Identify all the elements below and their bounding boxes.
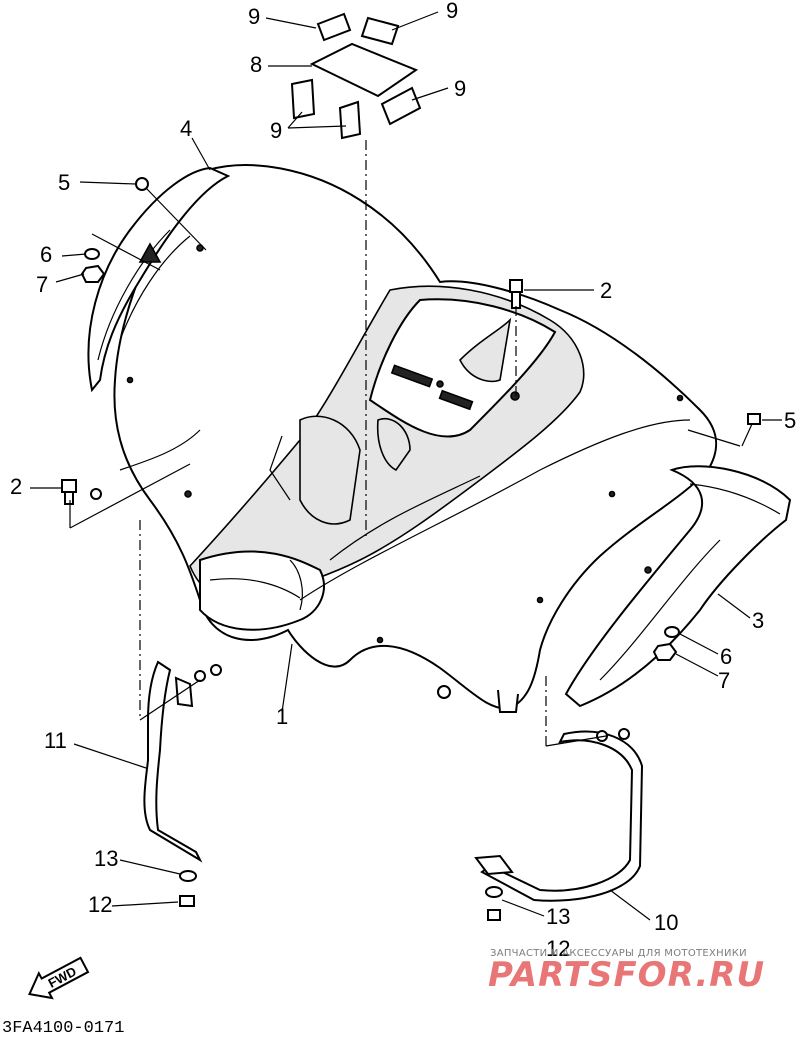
callouts: 9 9 8 9 9 4 5 6 7 2 2 5 3 6 7 1 11 13 12… <box>10 0 796 961</box>
callout-3: 3 <box>752 608 764 633</box>
callout-9: 9 <box>446 0 458 23</box>
callout-5: 5 <box>784 408 796 433</box>
callout-9: 9 <box>454 76 466 101</box>
callout-9: 9 <box>248 4 260 29</box>
leader-lines <box>30 11 782 921</box>
callout-12: 12 <box>546 936 570 961</box>
watermark-brand: PARTSFOR.RU <box>488 955 765 995</box>
callout-6: 6 <box>720 644 732 669</box>
watermark-tagline: ЗАПЧАСТИ И АКСЕССУАРЫ ДЛЯ МОТОТЕХНИКИ <box>490 948 747 959</box>
sticker-9-e <box>338 100 362 140</box>
assembly-lines <box>69 140 753 747</box>
callout-2: 2 <box>600 278 612 303</box>
callout-4: 4 <box>180 116 192 141</box>
decal-stickers <box>290 12 422 140</box>
callout-13: 13 <box>94 846 118 871</box>
callout-5: 5 <box>58 170 70 195</box>
sticker-9-b <box>360 16 400 46</box>
grab-bars <box>143 660 644 902</box>
callout-7: 7 <box>36 272 48 297</box>
sticker-9-d <box>290 78 316 120</box>
callout-8: 8 <box>250 52 262 77</box>
callout-12: 12 <box>88 892 112 917</box>
watermark: ЗАПЧАСТИ И АКСЕССУАРЫ ДЛЯ МОТОТЕХНИКИ PA… <box>488 948 765 995</box>
callout-9: 9 <box>270 118 282 143</box>
diagram-code: 3FA4100-0171 <box>2 1019 124 1037</box>
callout-6: 6 <box>40 242 52 267</box>
reflector-plate-8 <box>309 42 419 98</box>
callout-2: 2 <box>10 474 22 499</box>
left-mudflap <box>87 166 231 393</box>
rear-fender <box>113 164 718 713</box>
fwd-arrow: FWD <box>28 956 90 1000</box>
callout-13: 13 <box>546 904 570 929</box>
callout-10: 10 <box>654 910 678 935</box>
callout-1: 1 <box>276 704 288 729</box>
sticker-9-c <box>380 86 422 126</box>
right-mudflap <box>564 465 792 708</box>
callout-11: 11 <box>44 728 67 753</box>
sticker-9-a <box>316 12 352 42</box>
callout-7: 7 <box>718 668 730 693</box>
